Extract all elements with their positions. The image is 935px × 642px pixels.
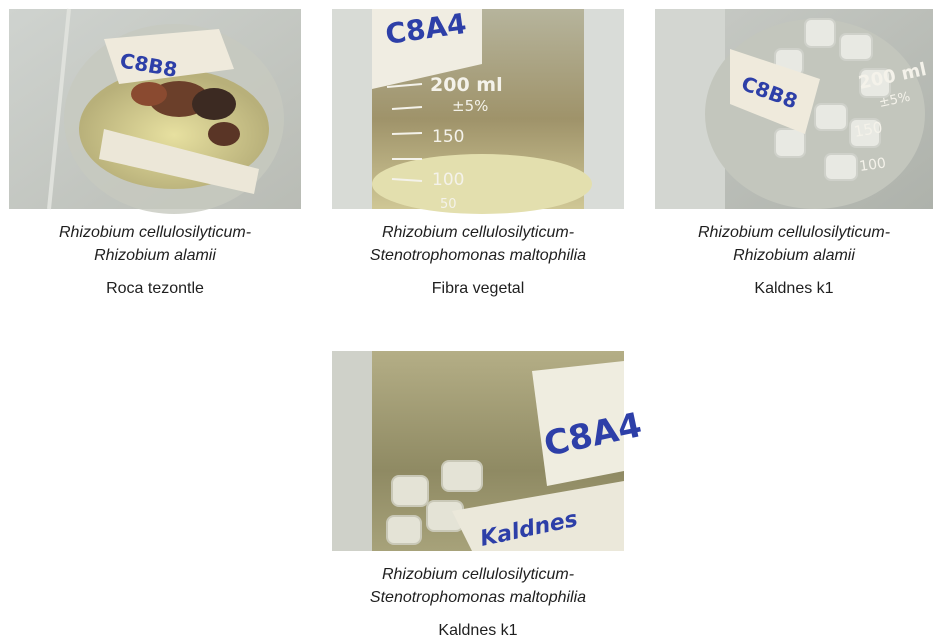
svg-text:150: 150 [853, 118, 884, 141]
photo-fibra-vegetal: C8A4 200 ml ±5% 150 100 50 [332, 7, 624, 214]
caption-roca-tezontle: Rhizobium cellulosilyticum- Rhizobium al… [9, 221, 301, 300]
support-material: Roca tezontle [106, 280, 204, 297]
species-line-2: Stenotrophomonas maltophilia [369, 247, 587, 264]
species-line-2: Stenotrophomonas maltophilia [369, 589, 587, 606]
svg-text:100: 100 [432, 170, 464, 190]
svg-text:150: 150 [432, 127, 464, 147]
support-material: Fibra vegetal [431, 280, 525, 297]
panel-fibra-vegetal: C8A4 200 ml ±5% 150 100 50 Rhizobium cel… [332, 7, 624, 300]
flask-photo-image: C8B8 200 ml ±5% 150 100 [655, 9, 933, 209]
panel-roca-tezontle: C8B8 Rhizobium cellulosilyticum- Rhizobi… [9, 8, 301, 300]
svg-text:50: 50 [440, 197, 457, 212]
species-line-1: Rhizobium cellulosilyticum- [381, 566, 575, 583]
svg-text:±5%: ±5% [878, 90, 912, 111]
flask-photo-image: C8A4 200 ml ±5% 150 100 50 [332, 7, 624, 214]
svg-text:200 ml: 200 ml [430, 74, 503, 96]
caption-kaldnes-k1-a: Rhizobium cellulosilyticum- Rhizobium al… [655, 221, 933, 300]
support-material: Kaldnes k1 [754, 280, 834, 297]
caption-kaldnes-k1-b: Rhizobium cellulosilyticum- Stenotrophom… [332, 563, 624, 642]
photo-kaldnes-k1-a: C8B8 200 ml ±5% 150 100 [655, 9, 933, 209]
caption-fibra-vegetal: Rhizobium cellulosilyticum- Stenotrophom… [332, 221, 624, 300]
support-material: Kaldnes k1 [438, 622, 518, 639]
photo-kaldnes-k1-b: C8A4 Kaldnes [332, 351, 645, 552]
species-line-1: Rhizobium cellulosilyticum- [381, 224, 575, 241]
svg-text:±5%: ±5% [452, 97, 488, 115]
panel-kaldnes-k1-b: C8A4 Kaldnes Rhizobium cellulosilyticum-… [332, 351, 645, 642]
photo-roca-tezontle: C8B8 [9, 8, 301, 214]
species-line-1: Rhizobium cellulosilyticum- [58, 224, 252, 241]
flask-photo-image: C8A4 Kaldnes [332, 351, 645, 552]
panel-kaldnes-k1-a: C8B8 200 ml ±5% 150 100 Rhizobium cellul… [655, 9, 933, 300]
flask-photo-image: C8B8 [9, 8, 301, 214]
species-line-2: Rhizobium alamii [733, 247, 855, 264]
svg-text:100: 100 [858, 155, 887, 175]
species-line-1: Rhizobium cellulosilyticum- [697, 224, 891, 241]
species-line-2: Rhizobium alamii [94, 247, 216, 264]
